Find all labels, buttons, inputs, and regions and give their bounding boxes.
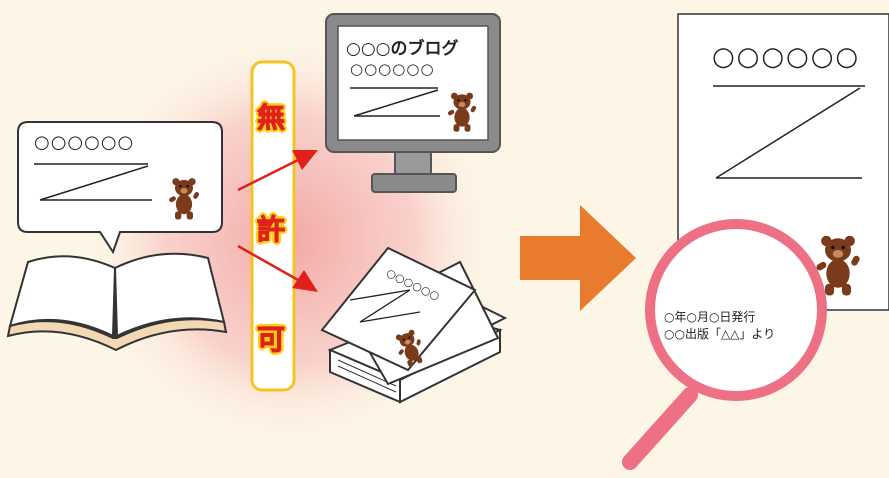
monitor-circles: ○○○○○○ xyxy=(350,60,435,78)
banner-char-mu: 無 xyxy=(256,101,285,135)
document-circles: ○○○○○○ xyxy=(712,42,861,72)
speech-bubble xyxy=(17,121,223,255)
magnifier-icon xyxy=(622,219,827,470)
publisher-source-text: ○○出版「△△」より xyxy=(664,327,776,341)
publication-date-text: ○年○月○日発行 xyxy=(664,310,756,324)
banner-box xyxy=(250,60,296,392)
paper-stack-icon xyxy=(320,246,508,404)
open-book-icon xyxy=(6,252,228,352)
red-arrows xyxy=(237,150,318,292)
bubble-circles: ○○○○○○ xyxy=(34,132,135,153)
orange-arrow-icon xyxy=(520,205,636,311)
banner-char-kyo: 許 xyxy=(256,213,285,247)
monitor-icon xyxy=(325,13,501,193)
blog-title: ○○○のブログ xyxy=(346,39,459,59)
banner-char-ka: 可 xyxy=(256,323,285,357)
